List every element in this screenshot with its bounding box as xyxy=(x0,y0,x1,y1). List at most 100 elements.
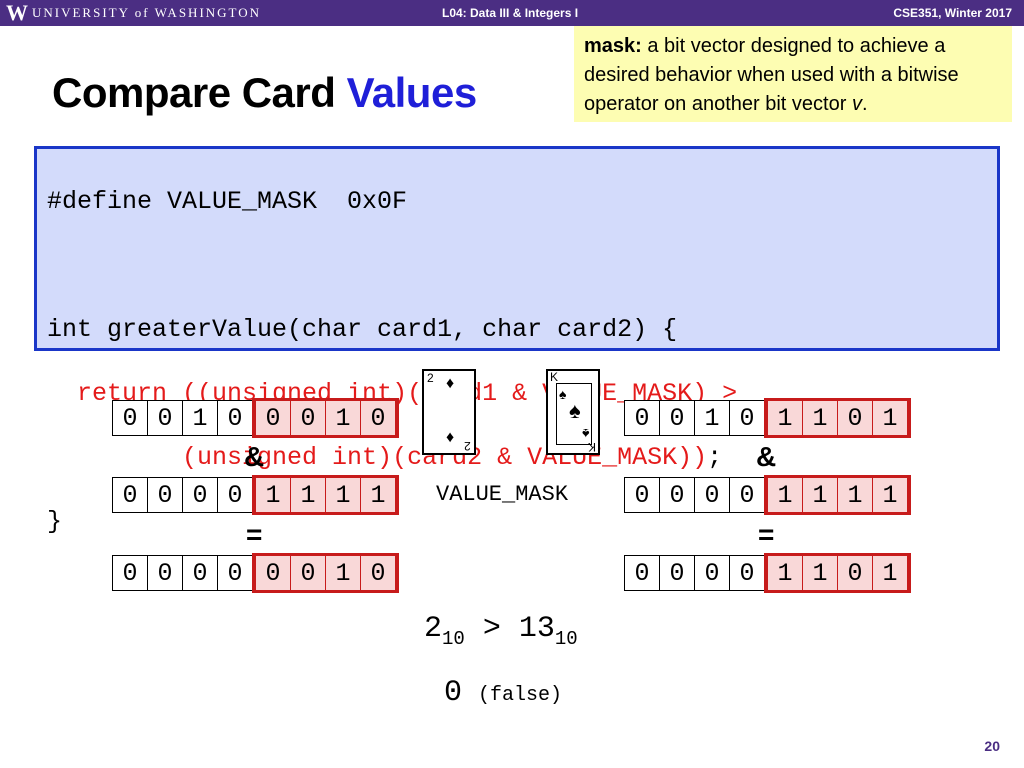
course-label: CSE351, Winter 2017 xyxy=(893,6,1012,20)
code-line-5: (unsigned int)(card2 & VALUE_MASK)); xyxy=(47,442,987,474)
left-equals-operator: = xyxy=(246,519,263,550)
bit-cell: 0 xyxy=(729,477,765,513)
title-highlight: Values xyxy=(346,69,478,116)
bit-cell: 0 xyxy=(360,401,396,435)
bit-cell: 0 xyxy=(112,477,148,513)
right-and-operator: & xyxy=(756,441,777,472)
card-rank: K xyxy=(550,370,559,384)
note-text-1: a bit vector designed to achieve a desir… xyxy=(584,35,959,115)
code-line-2 xyxy=(47,250,987,282)
bit-cell: 1 xyxy=(872,478,908,512)
code-block: #define VALUE_MASK 0x0F int greaterValue… xyxy=(34,146,1000,536)
bit-cell: 0 xyxy=(360,556,396,590)
king-figure-icon: ♠ ♠ ♠ xyxy=(556,383,592,445)
code-indent xyxy=(47,443,182,472)
diamond-icon: ♦ xyxy=(446,375,455,392)
code-return-expr-cont: (unsigned int)(card2 & VALUE_MASK)) xyxy=(182,443,708,472)
bit-cell: 1 xyxy=(325,556,361,590)
bit-cell: 0 xyxy=(694,477,730,513)
bit-cell: 0 xyxy=(694,555,730,591)
bit-cell: 1 xyxy=(802,401,838,435)
bit-cell: 1 xyxy=(255,478,291,512)
left-and-operator: & xyxy=(244,441,265,472)
bit-cell: 0 xyxy=(624,400,660,436)
code-indent xyxy=(47,379,77,408)
mask-definition-note: mask: a bit vector designed to achieve a… xyxy=(574,26,1012,122)
result-note: (false) xyxy=(478,684,563,707)
bit-cell: 0 xyxy=(255,556,291,590)
bit-cell: 0 xyxy=(837,556,873,590)
bit-cell: 0 xyxy=(217,477,253,513)
note-var: v xyxy=(851,93,862,115)
two-of-diamonds-card: 2 ♦ ♦ 2 xyxy=(422,369,476,455)
bit-cell: 1 xyxy=(837,478,873,512)
value-mask-label: VALUE_MASK xyxy=(436,482,569,507)
lhs-base: 10 xyxy=(442,628,465,650)
bit-cell: 1 xyxy=(802,478,838,512)
university-name: UNIVERSITY of WASHINGTON xyxy=(32,5,262,20)
bit-cell: 0 xyxy=(659,477,695,513)
bit-cell: 1 xyxy=(767,556,803,590)
rhs-value: 13 xyxy=(518,612,555,646)
bit-cell: 0 xyxy=(112,400,148,436)
king-of-spades-card: K ♠ ♠ ♠ K xyxy=(546,369,600,455)
code-line-3: int greaterValue(char card1, char card2)… xyxy=(47,315,678,344)
bit-cell: 0 xyxy=(729,555,765,591)
diamond-icon: ♦ xyxy=(446,429,455,446)
bit-cell: 1 xyxy=(182,400,218,436)
bit-cell: 1 xyxy=(325,401,361,435)
lecture-title: L04: Data III & Integers I xyxy=(442,6,579,20)
rhs-base: 10 xyxy=(554,628,578,650)
spade-icon: ♠ xyxy=(569,398,581,423)
bit-cell: 0 xyxy=(255,401,291,435)
bit-cell: 0 xyxy=(112,555,148,591)
card-rank: 2 xyxy=(464,439,471,453)
bit-cell: 1 xyxy=(360,478,396,512)
bit-cell: 0 xyxy=(182,555,218,591)
title-prefix: Compare Card xyxy=(52,69,347,116)
bit-cell: 0 xyxy=(217,400,253,436)
bit-cell: 0 xyxy=(624,477,660,513)
bit-cell: 1 xyxy=(872,556,908,590)
lhs-value: 2 xyxy=(424,612,443,646)
bit-cell: 0 xyxy=(659,400,695,436)
note-text-2: . xyxy=(861,93,868,115)
bit-cell: 1 xyxy=(325,478,361,512)
comparison-expression: 210 > 1310 xyxy=(424,612,578,650)
bit-cell: 0 xyxy=(182,477,218,513)
code-semicolon: ; xyxy=(707,443,723,472)
bit-cell: 0 xyxy=(290,556,326,590)
bit-cell: 1 xyxy=(767,478,803,512)
code-line-6: } xyxy=(47,507,63,536)
card-rank: 2 xyxy=(427,371,434,385)
result-value: 0 xyxy=(444,676,463,710)
spade-icon: ♠ xyxy=(559,386,567,402)
bit-cell: 1 xyxy=(802,556,838,590)
compare-operator: > xyxy=(464,612,519,646)
comparison-result: 0 (false) xyxy=(444,676,562,710)
bit-cell: 1 xyxy=(290,478,326,512)
bit-cell: 0 xyxy=(837,401,873,435)
right-equals-operator: = xyxy=(758,519,775,550)
card-rank: K xyxy=(587,440,596,454)
bit-cell: 0 xyxy=(624,555,660,591)
note-term: mask: xyxy=(584,35,642,57)
bit-cell: 1 xyxy=(767,401,803,435)
bit-cell: 0 xyxy=(147,555,183,591)
uw-logo: W xyxy=(6,0,28,25)
slide-title: Compare Card Values xyxy=(52,68,477,118)
bit-cell: 0 xyxy=(729,400,765,436)
bit-cell: 0 xyxy=(147,477,183,513)
bit-cell: 1 xyxy=(872,401,908,435)
